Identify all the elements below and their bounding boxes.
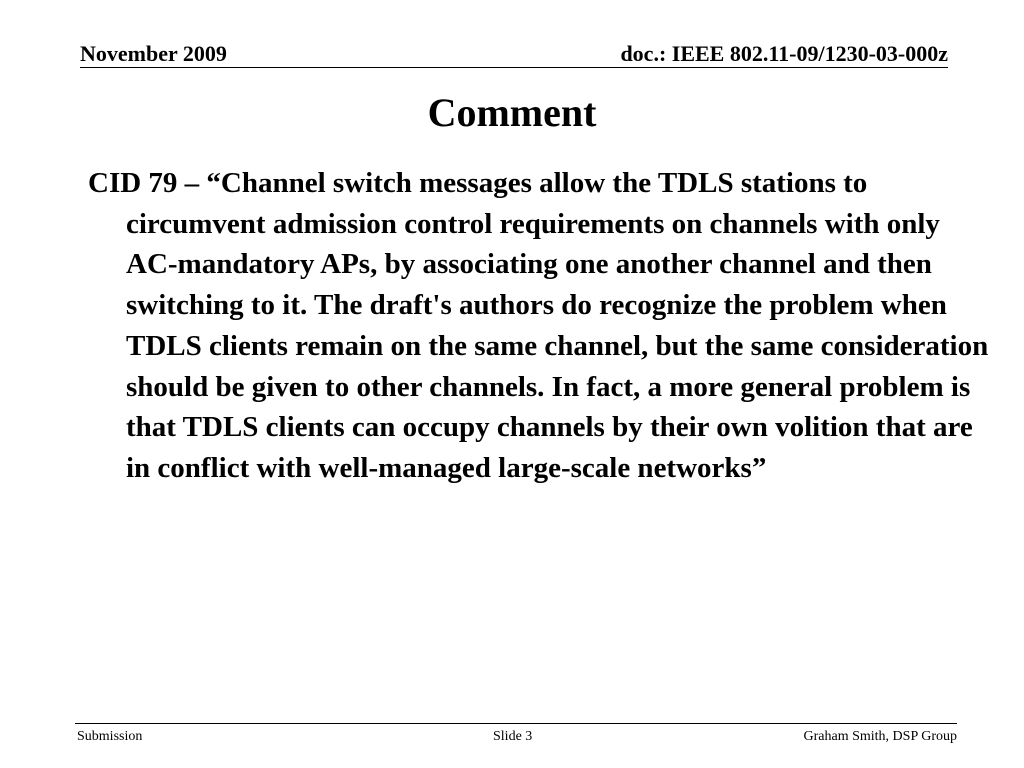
- header-document-id: doc.: IEEE 802.11-09/1230-03-000z: [620, 41, 948, 66]
- slide-title: Comment: [427, 90, 597, 135]
- footer-divider: [75, 723, 957, 724]
- header-date: November 2009: [80, 41, 227, 66]
- comment-body: CID 79 – “Channel switch messages allow …: [88, 167, 989, 484]
- footer-author: Graham Smith, DSP Group: [803, 729, 957, 744]
- footer-submission: Submission: [77, 729, 143, 744]
- footer-slide-number: Slide 3: [493, 729, 533, 744]
- header-divider: [80, 67, 948, 68]
